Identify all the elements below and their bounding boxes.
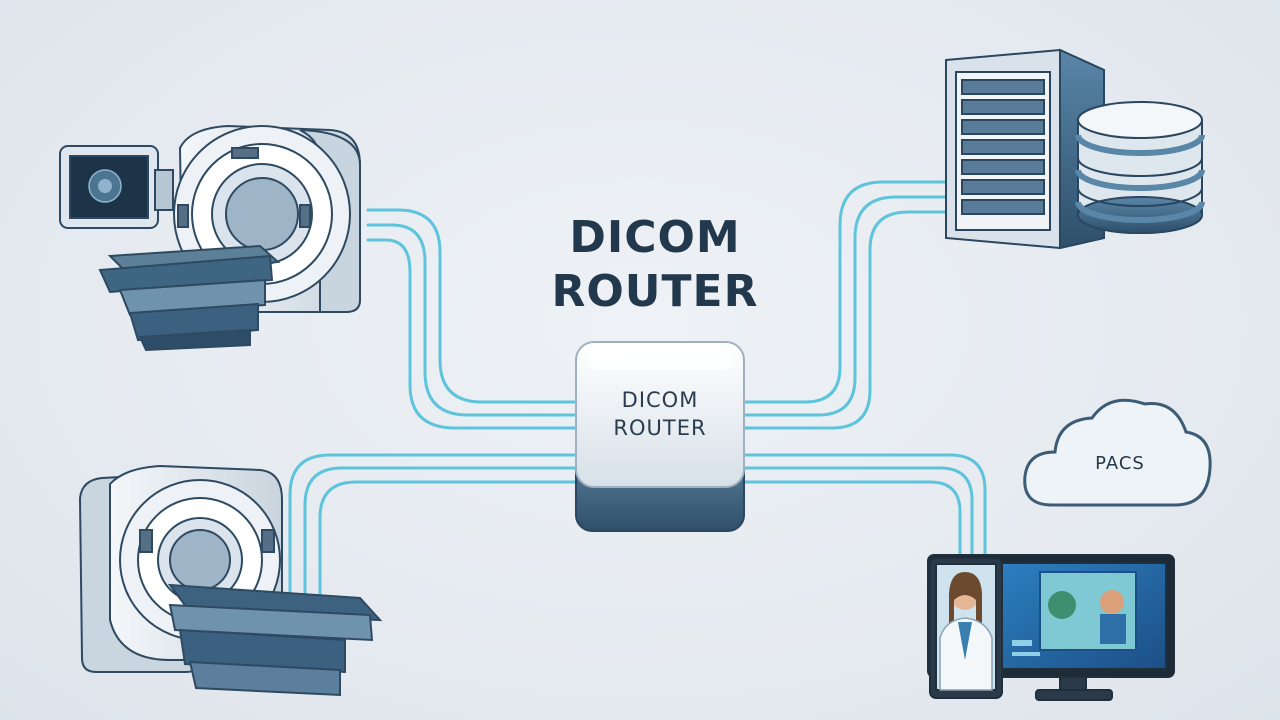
link-mri-scanner-1 <box>288 453 580 602</box>
mri-scanner-icon <box>78 464 383 697</box>
cloud-icon <box>1023 398 1212 507</box>
link-mri-scanner-3 <box>318 480 580 597</box>
router-device <box>575 341 745 532</box>
diagram-title-line-1: DICOM <box>569 212 741 263</box>
diagram-title-line-2: ROUTER <box>551 266 759 317</box>
link-ct-scanner-1 <box>366 208 580 404</box>
link-ct-scanner-3 <box>366 238 580 430</box>
router-label-line-1: DICOM <box>621 388 699 412</box>
link-server-1 <box>740 180 948 404</box>
link-server-3 <box>740 210 948 430</box>
link-ct-scanner-2 <box>366 223 580 417</box>
link-monitor-3 <box>740 480 962 557</box>
link-server-2 <box>740 195 948 417</box>
link-monitor-1 <box>740 453 987 557</box>
cloud-label: PACS <box>1095 453 1145 474</box>
telemedicine-monitor-icon <box>927 554 1175 701</box>
connection-lines <box>288 180 987 602</box>
ct-scanner-icon <box>59 124 361 352</box>
router-label-line-2: ROUTER <box>613 416 707 440</box>
link-mri-scanner-2 <box>303 466 580 600</box>
database-icon <box>1075 101 1205 234</box>
link-monitor-2 <box>740 466 974 557</box>
